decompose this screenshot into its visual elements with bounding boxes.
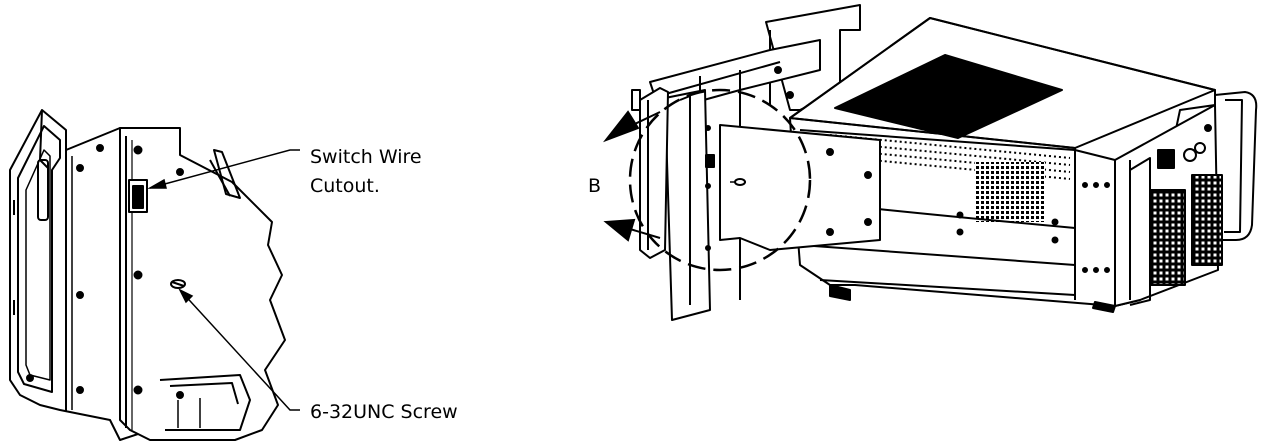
assembly-view xyxy=(628,4,1258,321)
detail-view-b xyxy=(9,109,286,441)
label-screw: 6-32UNC Screw xyxy=(310,401,458,423)
arrow-down-icon xyxy=(603,218,636,242)
label-switch-wire-cutout-1: Switch Wire xyxy=(310,146,422,168)
front-vent-2 xyxy=(1191,174,1223,266)
handle-outline xyxy=(9,109,151,441)
arrow-up-icon xyxy=(603,110,640,143)
detail-circle-b xyxy=(628,88,812,272)
leader-lines xyxy=(147,149,300,411)
front-handle xyxy=(1214,91,1258,241)
front-vent-1 xyxy=(1149,189,1186,286)
label-detail-b: B xyxy=(588,175,601,197)
side-plate xyxy=(719,124,881,251)
bracket-plate xyxy=(664,89,711,321)
label-switch-wire-cutout-2: Cutout. xyxy=(310,175,380,197)
detail-arrows xyxy=(603,110,661,242)
mounting-plate xyxy=(119,127,286,441)
top-vent-grid xyxy=(834,54,1063,139)
callout-labels: Switch Wire Cutout. 6-32UNC Screw xyxy=(310,146,458,423)
